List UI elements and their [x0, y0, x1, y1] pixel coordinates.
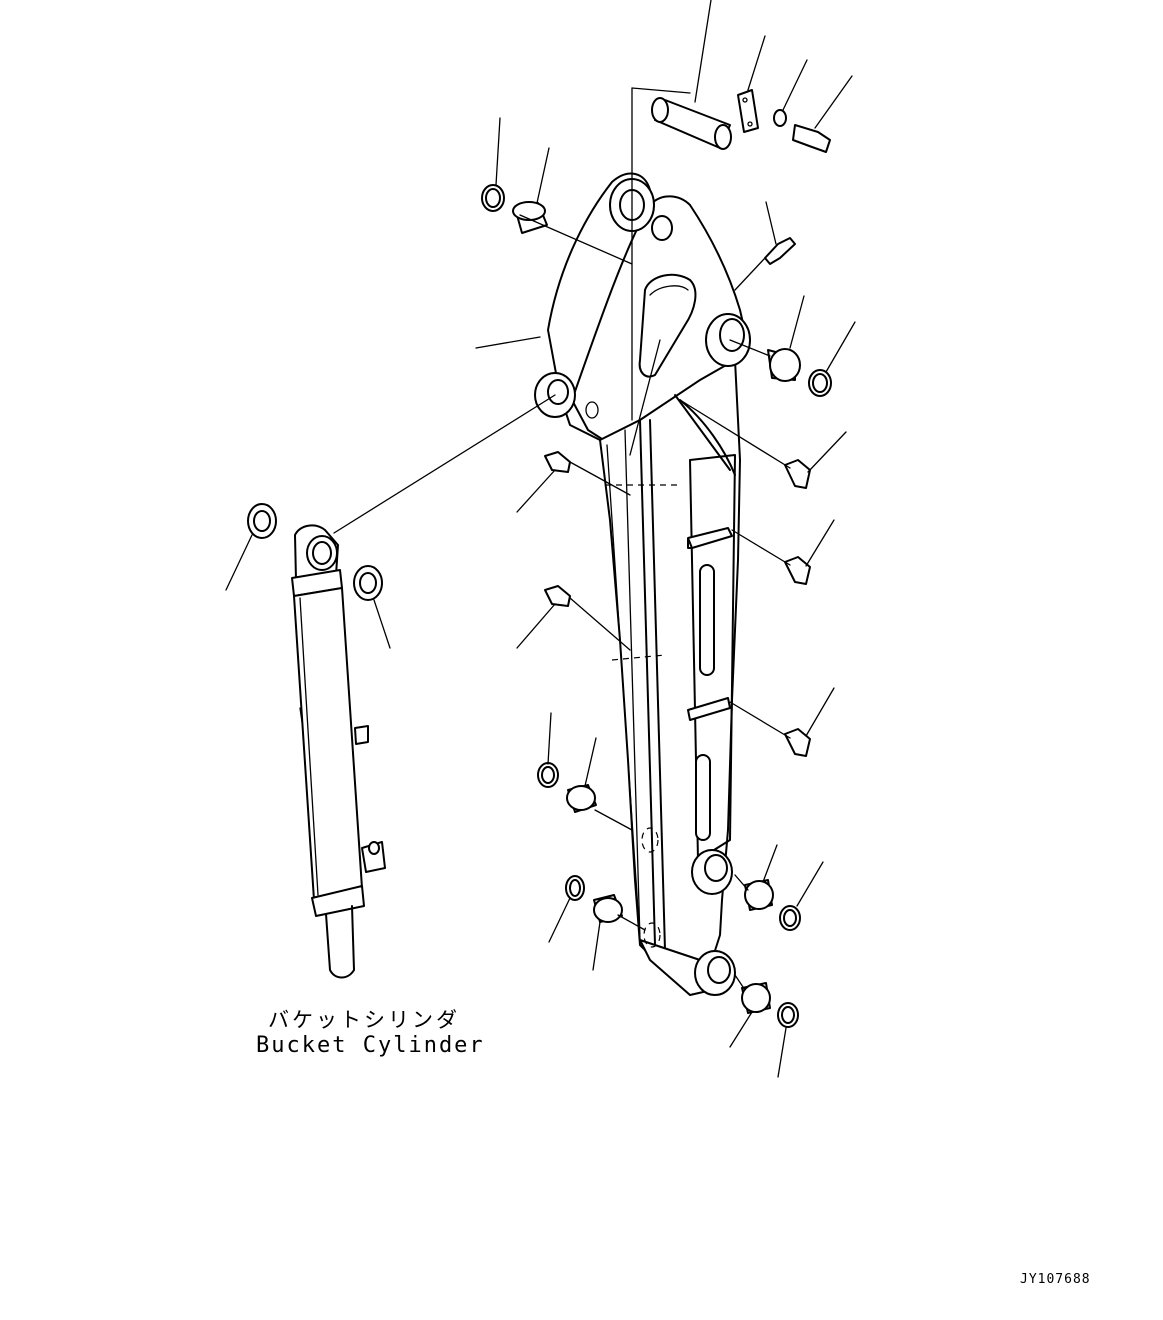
- grease-fitting: [764, 237, 796, 265]
- cylinder-shim-right: [353, 565, 383, 601]
- bucket-cylinder: [247, 503, 386, 979]
- drawing-code: JY107688: [1020, 1272, 1091, 1287]
- bucket-cylinder-label-jp: バケットシリンダ: [268, 1008, 460, 1032]
- stopper-block-2: [687, 697, 731, 721]
- arm-cylinder-boss: [705, 313, 751, 367]
- lower-bushing-group: [537, 762, 801, 1028]
- plug-right-1: [784, 459, 811, 489]
- arm-bucket-boss: [694, 950, 736, 996]
- cylinder-barrel: [293, 587, 363, 901]
- top-pin-group: [481, 89, 832, 397]
- leader-lines: [225, 0, 856, 1078]
- plug-right-3: [784, 728, 811, 757]
- cylinder-shim-left: [247, 503, 277, 539]
- bolt-left-1: [544, 451, 571, 473]
- assembly-lines: [333, 87, 791, 991]
- bolt-left-2: [544, 585, 571, 607]
- plug-right-2: [784, 556, 811, 585]
- bolt-group: [544, 451, 811, 757]
- arm-plate-hole: [638, 273, 697, 378]
- stopper-block-1: [687, 527, 733, 549]
- bucket-cylinder-label-en: Bucket Cylinder: [256, 1033, 485, 1058]
- cylinder-rod: [325, 905, 355, 979]
- slot-lower: [695, 754, 711, 841]
- lock-washer: [773, 109, 787, 127]
- slot-upper: [699, 564, 715, 676]
- seal-ring-low-left: [565, 875, 585, 901]
- arm-link-boss: [691, 849, 733, 895]
- lock-bolt: [792, 124, 831, 153]
- arm-assembly: [534, 172, 751, 996]
